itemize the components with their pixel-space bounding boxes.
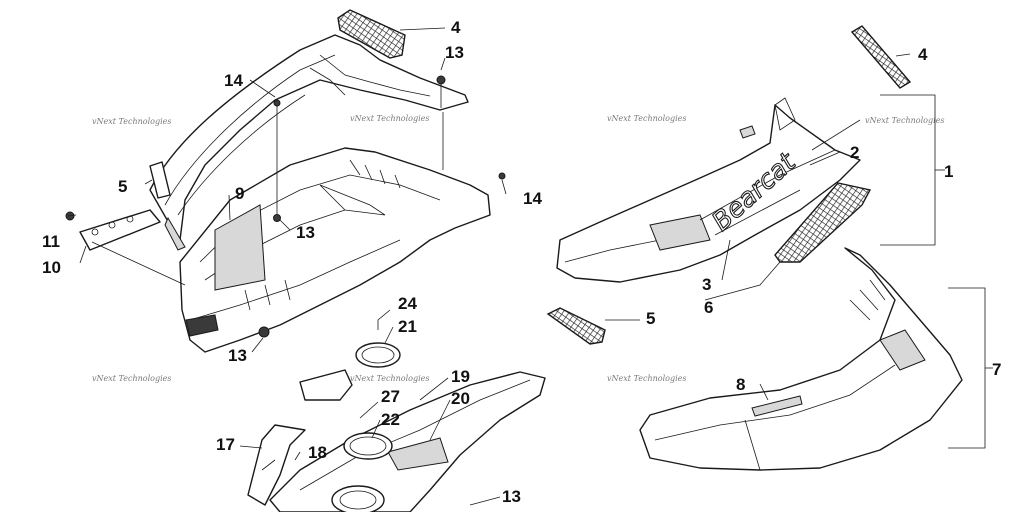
callout-20: 20 [451, 389, 470, 408]
watermark-text: vNext Technologies [607, 114, 686, 123]
watermark-text: vNext Technologies [607, 374, 686, 383]
callout-14: 14 [224, 71, 243, 90]
watermark-text: vNext Technologies [92, 117, 171, 126]
lower-nose-pan [179, 147, 491, 353]
callout-13: 13 [228, 346, 247, 365]
hood-upper-panel [149, 34, 469, 251]
callout-27: 27 [381, 387, 400, 406]
callout-6: 6 [704, 298, 713, 317]
watermark-text: vNext Technologies [350, 114, 429, 123]
callout-13: 13 [296, 223, 315, 242]
callout-14: 14 [523, 189, 542, 208]
bumper-pad-5-left [149, 161, 171, 199]
callout-4: 4 [918, 45, 928, 64]
callout-17: 17 [216, 435, 235, 454]
callout-9: 9 [235, 184, 244, 203]
callout-13: 13 [502, 487, 521, 506]
callout-11: 11 [42, 232, 60, 251]
watermark-text: vNext Technologies [350, 374, 429, 383]
callout-5: 5 [118, 177, 127, 196]
left-skid-bracket [247, 424, 306, 506]
callout-24: 24 [398, 294, 417, 313]
callout-5: 5 [646, 309, 655, 328]
leader-lines [67, 27, 993, 506]
callout-10: 10 [42, 258, 61, 277]
callout-8: 8 [736, 375, 745, 394]
vent-grille-5-right [546, 307, 606, 345]
watermark-text: vNext Technologies [92, 374, 171, 383]
callout-18: 18 [308, 443, 327, 462]
callout-1: 1 [944, 162, 953, 181]
callout-4: 4 [451, 18, 461, 37]
callout-19: 19 [451, 367, 470, 386]
hardware-left [65, 75, 506, 338]
callout-2: 2 [850, 143, 859, 162]
callout-3: 3 [702, 275, 711, 294]
callout-21: 21 [398, 317, 417, 336]
side-bracket-left [79, 209, 186, 286]
vent-grille-4-right [850, 25, 912, 89]
side-panel [639, 247, 963, 471]
callout-13: 13 [445, 43, 464, 62]
watermark-text: vNext Technologies [865, 116, 944, 125]
callout-22: 22 [381, 410, 400, 429]
callout-labels: 4 13 14 5 9 14 11 13 10 13 4 2 1 3 6 5 7… [42, 18, 1001, 506]
hood-main: Bearcat [556, 97, 861, 283]
belly-pan [269, 342, 546, 512]
callout-7: 7 [992, 360, 1001, 379]
vent-grille-top-left [337, 9, 406, 59]
